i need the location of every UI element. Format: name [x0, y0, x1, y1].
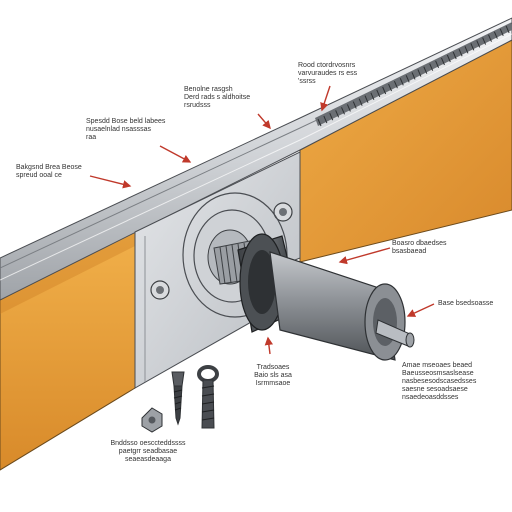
gear-tooth [417, 69, 422, 77]
plate-screws [150, 202, 293, 300]
callout-plate-left: Bakgsnd Brea Beose spreud ooal ce [16, 164, 82, 179]
gear-tooth [452, 51, 457, 60]
gear-tooth [335, 110, 340, 118]
gear-tooth [476, 40, 481, 48]
gear-tooth [405, 75, 410, 83]
gear-tooth [370, 92, 375, 101]
gear-tooth [429, 63, 434, 71]
gear-tooth [411, 72, 416, 80]
gear-tooth [323, 115, 328, 124]
cylinder-actuator [269, 251, 406, 361]
gear-tooth [382, 86, 387, 95]
gear-tooth [399, 78, 404, 86]
gear-tooth [346, 104, 351, 112]
gear-tooth [352, 101, 357, 109]
callout-leaders [89, 85, 435, 355]
callout-rail-edge: Benolne rasgsh Derd rads s aldhoitse rsr… [184, 86, 251, 109]
callout-mechanism: Amae mseoaes beaed Baeusseosmsaslsease n… [402, 362, 477, 401]
gear-tooth [388, 83, 393, 92]
gear-tooth [364, 95, 369, 103]
callout-plate-top: Spesdd Bose beld labees nusaelnlad nsass… [86, 118, 166, 141]
gear-tooth [423, 66, 428, 74]
gear-tooth [440, 57, 445, 66]
callout-hardware: Bnddsso oesccteddssss paetgrr seadbasae … [110, 440, 186, 463]
gear-tooth [376, 89, 381, 98]
gear-tooth [329, 112, 334, 121]
loose-screw [171, 371, 185, 426]
gear-tooth [435, 60, 440, 69]
gear-tooth [482, 37, 487, 45]
gear-tooth [458, 48, 463, 57]
gear-tooth [341, 107, 345, 115]
callout-housing: Tradsoaes Baio sls asa Isrmmsaoe [254, 364, 292, 387]
loose-eye-bolt [197, 365, 219, 429]
gear-tooth [393, 80, 398, 89]
gear-tooth [488, 34, 492, 42]
gear-tooth [317, 118, 322, 127]
gear-tooth [470, 43, 475, 51]
callout-rail-gear: Rood ctordrvosnrs varvuraudes rs ess 'ss… [298, 62, 358, 85]
loose-nut [141, 407, 163, 433]
callout-shaft: Base bsedsoasse [438, 300, 494, 307]
gear-tooth [358, 98, 363, 106]
callout-cylinder: Boasro dbaedses bsasbaead [392, 240, 447, 255]
gear-tooth [493, 31, 498, 39]
gear-tooth [505, 25, 510, 34]
gear-tooth [446, 54, 451, 63]
rail-gear-teeth [315, 22, 512, 127]
shaft-pin [375, 319, 415, 348]
gear-tooth [464, 46, 469, 54]
gear-tooth [499, 28, 504, 37]
